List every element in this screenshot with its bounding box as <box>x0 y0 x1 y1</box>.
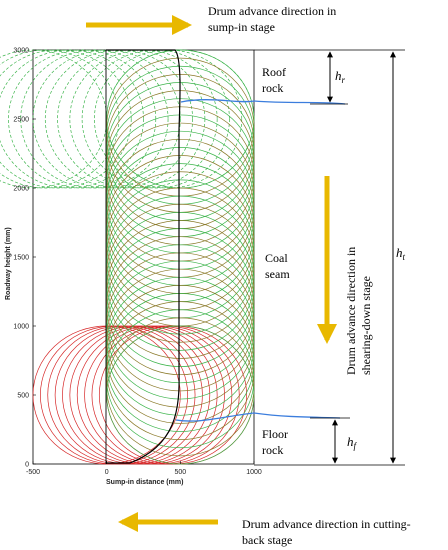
shearing-down-drum-circle <box>106 293 255 432</box>
floor-rock-label-2: rock <box>262 443 283 457</box>
roof-coal-boundary <box>180 99 346 105</box>
shearing-down-drum-circle <box>106 195 255 335</box>
y-tick-label: 2000 <box>13 186 29 193</box>
shearing-down-drum-circle <box>106 301 255 440</box>
shearing-down-drum-circle <box>106 236 255 376</box>
cutting-back-drum-circles <box>32 325 255 465</box>
hf-symbol: hf <box>347 434 358 451</box>
sump-in-drum-circle <box>20 49 169 189</box>
shearing-down-drum-circle <box>106 244 255 384</box>
x-tick-label: 1000 <box>246 469 262 476</box>
shearing-down-drum-circle <box>106 252 255 392</box>
shearing-down-drum-circle <box>106 285 255 424</box>
y-tick-labels: 0 500 1000 1500 2000 2500 3000 <box>13 48 36 469</box>
cutting-back-caption-2: back stage <box>242 533 292 547</box>
shearing-down-drum-circle <box>106 212 255 351</box>
shearing-down-drum-circle <box>106 276 255 416</box>
sump-in-drum-circles <box>0 49 255 189</box>
y-tick-label: 1500 <box>13 255 29 262</box>
shearing-down-drum-circle <box>106 228 255 367</box>
roof-rock-label-1: Roof <box>262 65 286 79</box>
shearing-down-drum-circle <box>106 220 255 359</box>
y-tick-label: 3000 <box>13 48 29 55</box>
y-tick-label: 2500 <box>13 117 29 124</box>
floor-coal-boundary <box>175 412 341 422</box>
shearing-down-caption-1: Drum advance direction in <box>344 247 358 375</box>
y-axis-label: Roadway height (mm) <box>5 227 12 300</box>
y-tick-label: 1000 <box>13 324 29 331</box>
shearing-down-drum-circle <box>106 268 255 408</box>
cut-profile-line <box>106 49 181 464</box>
sump-in-caption-2: sump-in stage <box>208 20 275 34</box>
sump-in-caption-1: Drum advance direction in <box>208 4 336 18</box>
x-tick-label: 500 <box>174 469 186 476</box>
sump-in-drum-circle <box>0 49 132 189</box>
y-tick-label: 500 <box>17 393 29 400</box>
y-tick-label: 0 <box>25 462 29 469</box>
shearing-down-drum-circle <box>106 309 255 449</box>
ht-symbol: ht <box>396 245 406 262</box>
floor-rock-label-1: Floor <box>262 427 288 441</box>
sump-in-drum-circle <box>8 49 157 189</box>
sump-in-drum-circle <box>0 49 120 189</box>
sump-in-drum-circle <box>0 49 144 189</box>
coal-seam-label-1: Coal <box>265 251 288 265</box>
hr-symbol: hr <box>335 68 346 85</box>
x-tick-label: -500 <box>26 469 40 476</box>
roof-rock-label-2: rock <box>262 81 283 95</box>
shearing-down-caption-2: shearing-down stage <box>359 276 373 375</box>
shearing-down-drum-circle <box>106 203 255 343</box>
plot-frame <box>32 49 255 465</box>
shearing-down-drum-circle <box>106 317 255 457</box>
x-tick-label: 0 <box>105 469 109 476</box>
reference-lines <box>254 49 405 466</box>
cutting-back-caption-1: Drum advance direction in cutting- <box>242 517 411 531</box>
coal-seam-label-2: seam <box>265 267 290 281</box>
x-axis-label: Sump-in distance (mm) <box>106 479 183 486</box>
shearing-down-drum-circle <box>106 260 255 400</box>
